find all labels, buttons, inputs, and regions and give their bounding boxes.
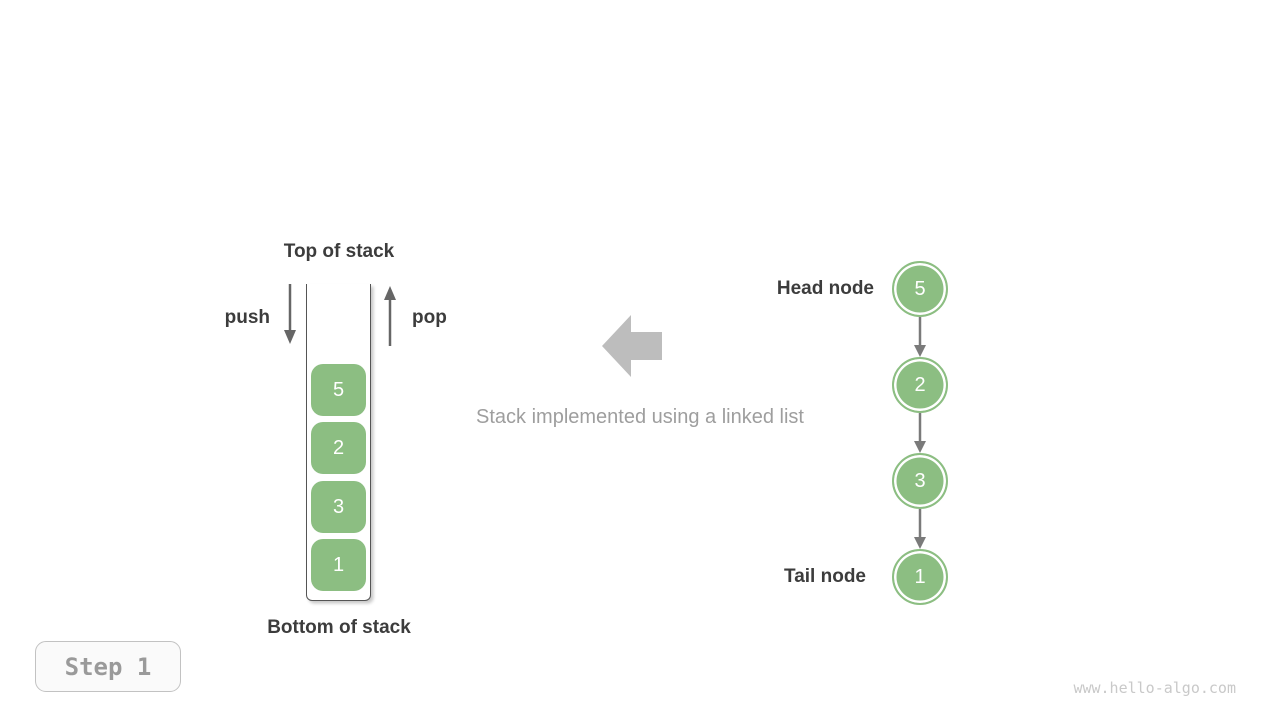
list-node: 5 bbox=[892, 261, 948, 317]
node-link-arrow-icon bbox=[914, 509, 926, 549]
step-badge: Step 1 bbox=[35, 641, 181, 692]
figure-caption: Stack implemented using a linked list bbox=[476, 406, 804, 428]
head-node-label: Head node bbox=[776, 278, 874, 299]
pop-up-arrow-icon bbox=[384, 286, 396, 346]
stack-item: 5 bbox=[311, 364, 366, 416]
watermark: www.hello-algo.com bbox=[1073, 679, 1236, 697]
node-link-arrow-icon bbox=[914, 413, 926, 453]
push-label: push bbox=[224, 307, 270, 328]
list-node: 3 bbox=[892, 453, 948, 509]
tail-node-label: Tail node bbox=[784, 566, 866, 587]
bottom-of-stack-label: Bottom of stack bbox=[267, 617, 411, 638]
left-block-arrow-icon bbox=[602, 315, 662, 377]
node-link-arrow-icon bbox=[914, 317, 926, 357]
top-of-stack-label: Top of stack bbox=[283, 241, 395, 262]
stack-item: 1 bbox=[311, 539, 366, 591]
stack-item: 3 bbox=[311, 481, 366, 533]
list-node: 2 bbox=[892, 357, 948, 413]
pop-label: pop bbox=[412, 307, 447, 328]
list-node: 1 bbox=[892, 549, 948, 605]
stack-container: 5 2 3 1 bbox=[306, 284, 371, 601]
step-badge-label: Step 1 bbox=[64, 652, 152, 681]
push-down-arrow-icon bbox=[284, 284, 296, 344]
stack-item: 2 bbox=[311, 422, 366, 474]
